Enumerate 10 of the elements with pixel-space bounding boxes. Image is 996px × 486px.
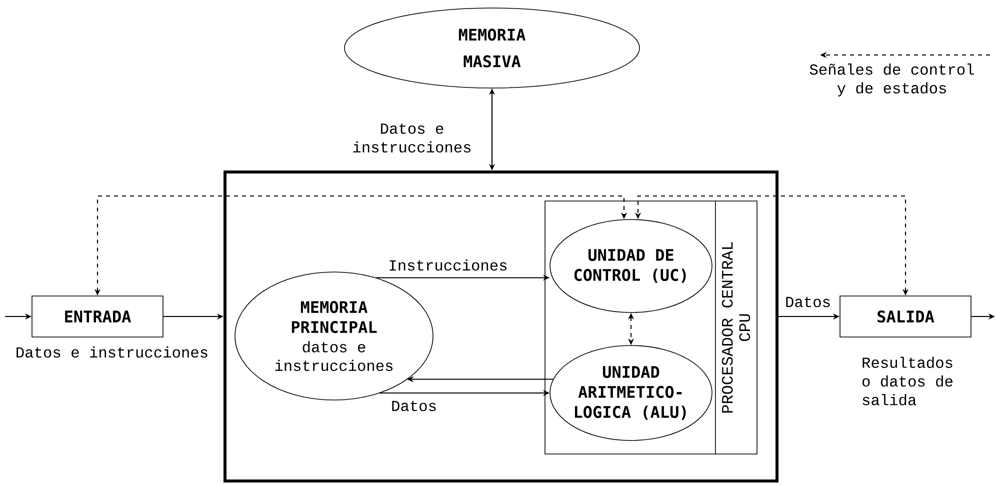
edge-label: Instrucciones: [386, 258, 510, 272]
input-box: ENTRADA: [32, 296, 164, 338]
node-caption: Resultados o datos de salida: [862, 356, 952, 406]
legend-text: Señales de control y de estados: [810, 64, 974, 96]
system-frame: [224, 170, 778, 482]
output-box: SALIDA: [840, 296, 972, 338]
edge-label: Datos e instrucciones: [353, 122, 471, 154]
edge-label: Datos: [390, 400, 438, 413]
node-caption: Datos e instrucciones: [16, 346, 208, 358]
edge-label: Datos: [784, 296, 832, 309]
